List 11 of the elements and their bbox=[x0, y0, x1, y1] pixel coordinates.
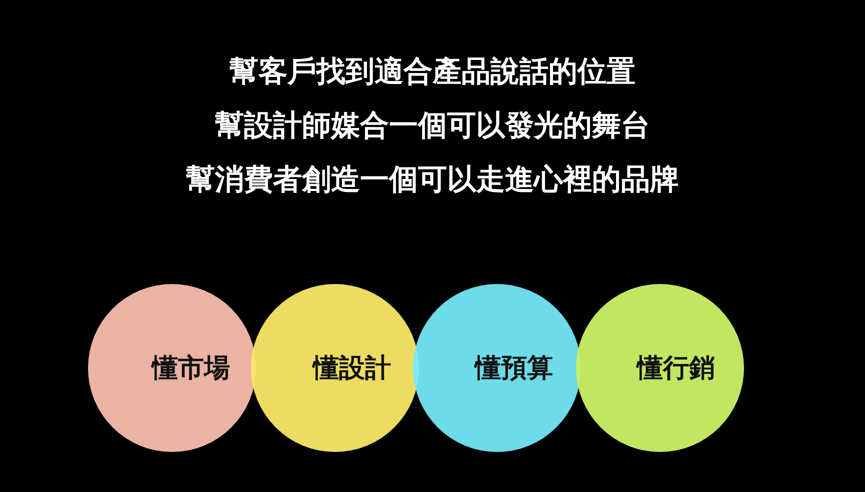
circle-label: 懂預算 bbox=[475, 352, 553, 386]
heading-line: 幫設計師媒合一個可以發光的舞台 bbox=[215, 107, 650, 144]
circle-label: 懂行銷 bbox=[637, 352, 715, 386]
heading-line: 幫客戶找到適合產品說話的位置 bbox=[230, 53, 636, 90]
heading-line: 幫消費者創造一個可以走進心裡的品牌 bbox=[186, 161, 679, 198]
circle-label: 懂市場 bbox=[152, 352, 230, 386]
venn-circle bbox=[576, 284, 744, 452]
circle-label: 懂設計 bbox=[313, 352, 391, 386]
venn-circle bbox=[413, 284, 581, 452]
venn-circle bbox=[251, 284, 419, 452]
venn-circle bbox=[88, 284, 256, 452]
